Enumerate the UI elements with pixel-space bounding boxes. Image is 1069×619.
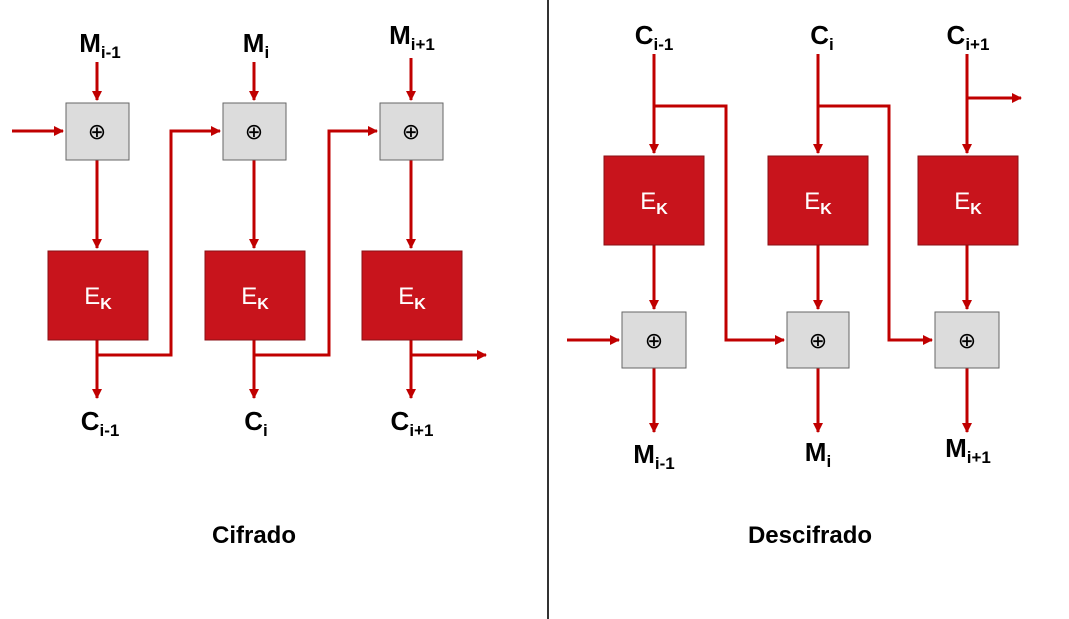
cipher-panel: ⊕ ⊕ ⊕ EK EK EK Mi-1 Mi Mi+1 Ci-1 Ci Ci — [12, 20, 487, 549]
ciphertext-label: Ci-1 — [635, 20, 674, 54]
svg-text:EK: EK — [804, 188, 832, 218]
xor-box: ⊕ — [621, 311, 687, 369]
encrypt-block: EK — [361, 250, 463, 341]
xor-box: ⊕ — [65, 102, 130, 161]
plaintext-label: Mi — [805, 437, 831, 471]
svg-text:⊕: ⊕ — [809, 329, 827, 354]
wire-c2-feedback — [254, 126, 378, 357]
decipher-title: Descifrado — [748, 522, 872, 549]
svg-text:⊕: ⊕ — [958, 329, 976, 354]
encrypt-block: EK — [767, 155, 869, 246]
svg-text:⊕: ⊕ — [402, 120, 420, 145]
cipher-title: Cifrado — [212, 522, 296, 549]
plaintext-label: Mi-1 — [79, 28, 121, 62]
plaintext-label: Mi+1 — [945, 433, 991, 467]
xor-box: ⊕ — [934, 311, 1000, 369]
ciphertext-label: Ci — [810, 20, 834, 54]
svg-text:EK: EK — [954, 188, 982, 218]
xor-box: ⊕ — [786, 311, 850, 369]
ciphertext-label: Ci+1 — [947, 20, 990, 54]
svg-text:EK: EK — [84, 283, 112, 313]
svg-text:⊕: ⊕ — [645, 329, 663, 354]
plaintext-label: Mi-1 — [633, 439, 675, 473]
xor-box: ⊕ — [222, 102, 287, 161]
ciphertext-label: Ci+1 — [391, 406, 434, 440]
encrypt-block: EK — [603, 155, 705, 246]
svg-text:EK: EK — [640, 188, 668, 218]
wire-c2-feedforward — [818, 104, 933, 345]
encrypt-block: EK — [204, 250, 306, 341]
decipher-panel: EK EK EK ⊕ ⊕ ⊕ Ci-1 Ci Ci+1 Mi-1 Mi Mi — [567, 20, 1022, 549]
plaintext-label: Mi — [243, 28, 269, 62]
svg-text:⊕: ⊕ — [245, 120, 263, 145]
svg-text:EK: EK — [398, 283, 426, 313]
wire-c1-feedforward — [654, 104, 785, 345]
encrypt-block: EK — [917, 155, 1019, 246]
svg-text:⊕: ⊕ — [88, 120, 106, 145]
ciphertext-label: Ci-1 — [81, 406, 120, 440]
encrypt-block: EK — [47, 250, 149, 341]
plaintext-label: Mi+1 — [389, 20, 435, 54]
svg-text:EK: EK — [241, 283, 269, 313]
wire-c1-feedback — [97, 126, 221, 357]
xor-box: ⊕ — [379, 102, 444, 161]
ciphertext-label: Ci — [244, 406, 268, 440]
